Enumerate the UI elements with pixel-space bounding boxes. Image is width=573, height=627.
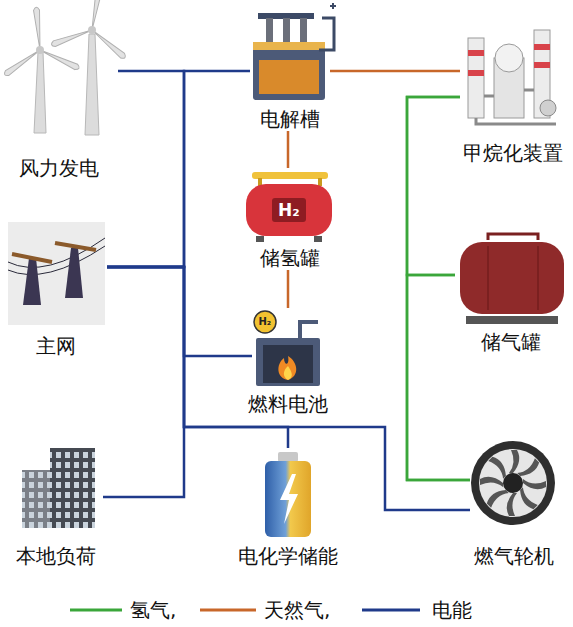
connector-line [107, 267, 288, 448]
component-node: 电化学储能 [225, 448, 351, 568]
legend-line [70, 609, 122, 612]
connector-line [107, 71, 250, 267]
fuel-cell-icon [254, 311, 320, 386]
connector-line [107, 71, 184, 267]
wind-turbine-icon [3, 0, 127, 135]
legend-line [362, 609, 420, 612]
node-label: 电解槽 [260, 107, 320, 131]
connector-line [407, 275, 470, 480]
component-node: 电解槽 [250, 3, 330, 131]
legend-text: 电能 [432, 598, 472, 622]
node-label: 燃气轮机 [474, 544, 554, 568]
component-node: 风力发电 [0, 5, 118, 180]
legend-line [200, 609, 256, 612]
gas-tank-icon [460, 234, 564, 324]
connector-line [103, 267, 184, 497]
node-label: 本地负荷 [16, 544, 96, 568]
connector-line [407, 97, 460, 275]
connector-line [107, 267, 470, 510]
node-label: 风力发电 [19, 156, 99, 180]
building-icon [22, 448, 95, 528]
component-node: 主网 [5, 220, 107, 358]
component-node: 燃气轮机 [470, 440, 558, 568]
node-label: 储氢罐 [260, 246, 320, 270]
component-node: 储氢罐 [245, 168, 335, 270]
methanation-plant-icon [468, 30, 556, 124]
component-node: 本地负荷 [8, 440, 103, 568]
legend-text: 天然气, [264, 598, 330, 622]
connector-line [287, 131, 290, 168]
node-label: 电化学储能 [238, 544, 338, 568]
connector-line [407, 97, 470, 480]
component-node: 甲烷化装置 [460, 28, 565, 165]
node-label: 甲烷化装置 [463, 141, 563, 165]
legend-text: 氢气, [130, 598, 176, 622]
gas-turbine-icon [471, 441, 555, 525]
power-pylon-icon [8, 222, 105, 325]
hydrogen-mark: H₂ [259, 317, 272, 327]
hydrogen-tank-icon [246, 172, 332, 242]
connector-line [107, 267, 252, 356]
node-label: 燃料电池 [248, 392, 328, 416]
electrolyzer-icon [253, 3, 336, 100]
connector-line [287, 270, 290, 308]
node-label: 主网 [36, 334, 76, 358]
connector-line [330, 70, 460, 73]
battery-icon [265, 452, 311, 537]
node-label: 储气罐 [481, 330, 541, 354]
component-node: 储气罐 [455, 232, 567, 354]
hydrogen-mark: H₂ [278, 202, 300, 219]
legend-samples [70, 610, 420, 611]
